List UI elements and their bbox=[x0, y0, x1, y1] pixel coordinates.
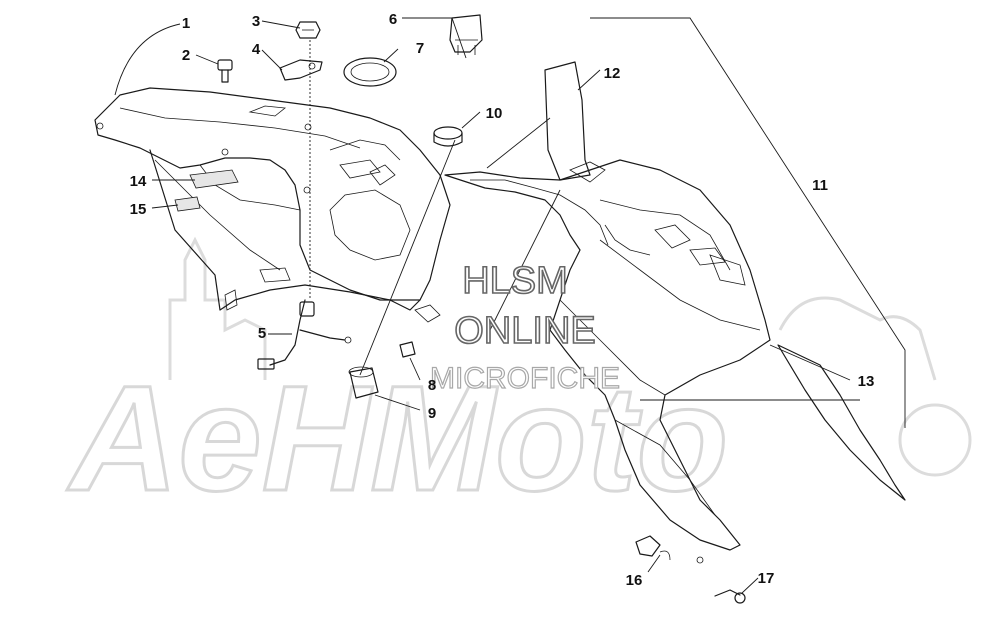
callout-3: 3 bbox=[252, 13, 260, 30]
callout-12: 12 bbox=[604, 65, 621, 82]
callout-8: 8 bbox=[428, 377, 436, 394]
callout-11: 11 bbox=[812, 177, 828, 194]
part-12-windscreen bbox=[544, 61, 591, 181]
callout-16: 16 bbox=[626, 572, 643, 589]
part-2-screw bbox=[217, 59, 233, 83]
callout-4: 4 bbox=[252, 41, 261, 58]
part-9-socket bbox=[348, 366, 379, 399]
callout-10: 10 bbox=[486, 105, 503, 122]
callout-2: 2 bbox=[182, 47, 190, 64]
callout-7: 7 bbox=[416, 40, 424, 57]
part-16-latch bbox=[635, 535, 671, 561]
watermark-wheel-icon bbox=[898, 403, 972, 477]
part-11-side-panel bbox=[444, 159, 771, 564]
callout-13: 13 bbox=[858, 373, 875, 390]
part-14-decal bbox=[189, 169, 239, 189]
part-8-clip bbox=[399, 341, 416, 358]
watermark-line-1: HLSM bbox=[462, 260, 568, 302]
part-4-bracket bbox=[279, 59, 323, 81]
callout-9: 9 bbox=[428, 405, 436, 422]
part-6-switch bbox=[449, 14, 483, 55]
callout-labels: 1 2 3 4 5 6 7 8 9 10 11 12 13 14 15 16 1… bbox=[130, 11, 875, 589]
callout-15: 15 bbox=[130, 201, 147, 218]
part-17-fastener bbox=[714, 589, 746, 604]
callout-17: 17 bbox=[758, 570, 775, 587]
callout-6: 6 bbox=[389, 11, 397, 28]
part-15-decal bbox=[174, 196, 201, 212]
watermark-logo-text: AeHMoto bbox=[66, 354, 728, 522]
part-10-cap bbox=[433, 126, 463, 147]
watermark-line-2: ONLINE bbox=[454, 310, 595, 352]
watermark-motorcycle-icon bbox=[778, 296, 937, 381]
watermark-line-3: MICROFICHE bbox=[430, 362, 620, 395]
part-5-wire-harness bbox=[257, 299, 352, 370]
part-1-dash-cowl bbox=[94, 87, 451, 323]
part-7-ring bbox=[343, 57, 397, 87]
callout-5: 5 bbox=[258, 325, 266, 342]
watermark-castle-icon bbox=[168, 236, 267, 380]
part-3-nut bbox=[295, 21, 321, 39]
watermark-logo: AeHMoto bbox=[65, 236, 972, 524]
callout-1: 1 bbox=[182, 15, 190, 32]
part-13-rear-panel bbox=[777, 344, 906, 501]
watermark-text: HLSM ONLINE MICROFICHE bbox=[429, 259, 620, 395]
callout-14: 14 bbox=[130, 173, 147, 190]
leader-lines bbox=[114, 17, 906, 594]
